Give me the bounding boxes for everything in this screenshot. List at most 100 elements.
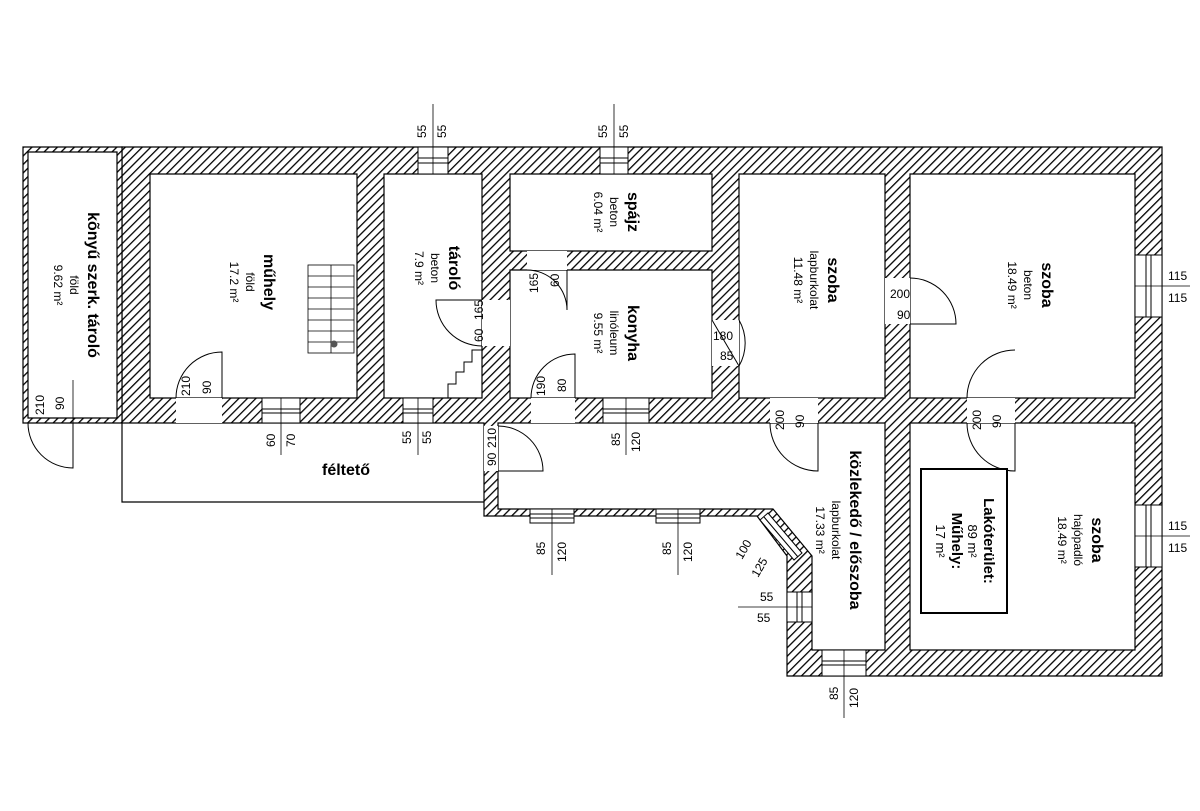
dim-konyha-door2-b: 80 [555,378,569,392]
room-material: lapburkolat [807,251,821,310]
room-name: kõnyű szerk. tároló [84,212,101,358]
room-szoba-1: szoba lapburkolat 11.48 m² [791,251,841,310]
dim-konyha-win-a: 85 [609,432,623,446]
room-konyu: kõnyű szerk. tároló föld 9.62 m² [51,212,101,358]
dim-konyu-door-a: 210 [33,395,47,415]
workshop-area-value: 17 m² [933,524,948,558]
door-opening-szoba1 [770,398,818,423]
tarolo-steps [447,349,482,398]
room-material: linóleum [607,311,621,356]
room-name: műhely [260,254,277,310]
dim-szoba1-door-b: 90 [793,414,807,428]
room-name: szoba [1038,262,1055,307]
dim-szoba1-door-a: 200 [773,410,787,430]
room-kozlekedo: közlekedő / előszoba lapburkolat 17.33 m… [813,450,863,609]
room-name: közlekedő / előszoba [846,450,863,609]
room-tarolo: tároló beton 7.9 m² [412,246,462,291]
dim-konyha-door3-a: 180 [713,329,733,343]
door-swing-konyha-bottom [530,353,576,399]
room-konyha: konyha linóleum 9.55 m² [591,305,641,361]
room-muhely: műhely föld 17.2 m² [227,254,277,310]
canopy-outline [121,423,484,503]
room-material: hajópadló [1071,514,1085,566]
dim-konyha-door3-b: 85 [720,349,734,363]
dim-szoba1-side-door-a: 200 [890,287,910,301]
dim-corr-win1-b: 120 [555,542,569,562]
door-opening-tarolo [482,300,510,346]
workshop-area-label: Műhely: [948,513,965,570]
dim-diag-door-a: 100 [732,537,754,562]
dim-corr-win2-a: 85 [660,541,674,555]
door-swings [27,269,1016,472]
dim-corr-win2-b: 120 [681,542,695,562]
room-area: 18.49 m² [1005,261,1019,308]
room-material: beton [428,253,442,283]
dim-konyha-door1-b: 60 [548,273,562,287]
room-name: szoba [824,257,841,302]
dim-corr-win1-a: 85 [534,541,548,555]
staircase-icon [307,264,355,354]
door-swing-szoba1 [769,422,819,472]
dim-side-win-b: 55 [757,611,771,625]
dim-szoba3-door-b: 90 [990,414,1004,428]
dim-konyha-win-b: 120 [629,432,643,452]
room-name: spájz [624,192,641,232]
room-area: 9.55 m² [591,313,605,354]
door-swing-tarolo [435,299,483,347]
room-szoba-2: szoba beton 18.49 m² [1005,261,1055,308]
living-area-label: Lakóterület: [980,498,997,584]
dim-szoba3-door-a: 200 [970,410,984,430]
door-swing-konyha-right [738,319,746,367]
dim-bottom-win-a: 85 [827,686,841,700]
dim-tarolo-win-b: 55 [420,430,434,444]
dim-konyha-door1-a: 165 [527,273,541,293]
dim-muhely-win-b: 70 [284,433,298,447]
dim-szoba1-side-door-b: 90 [897,308,911,322]
room-area: 6.04 m² [591,192,605,233]
dim-top-win2-a: 55 [596,124,610,138]
dim-muhely-win-a: 60 [264,433,278,447]
dim-diag-door-b: 125 [748,555,770,580]
room-szoba-3: szoba hajópadló 18.49 m² [1055,514,1105,566]
dim-top-win1-a: 55 [415,124,429,138]
room-material: beton [1021,270,1035,300]
door-swing-szoba2 [966,349,1016,399]
dim-tarolo-door-a: 165 [472,300,486,320]
living-area-value: 89 m² [965,524,980,558]
room-area: 7.9 m² [412,251,426,285]
room-area: 11.48 m² [791,257,805,303]
room-name: tároló [445,246,462,291]
dim-right-win2-a: 115 [1168,519,1187,533]
room-name: szoba [1088,517,1105,562]
door-opening-konyha-top [527,251,567,270]
dim-konyha-door2-a: 190 [534,376,548,396]
dim-top-win2-b: 55 [617,124,631,138]
door-swing-entry [497,425,544,472]
dim-right-win2-b: 115 [1168,541,1187,555]
dimension-labels: 55 55 55 55 115 115 115 115 210 90 210 9… [33,124,1187,708]
door-opening-entry [484,426,498,471]
room-labels: kõnyű szerk. tároló föld 9.62 m² műhely … [51,192,1105,610]
room-area: 17.2 m² [227,262,241,303]
room-material: beton [607,197,621,227]
window-diagonal [759,512,803,561]
door-opening-szoba3 [967,398,1015,423]
room-material: lapburkolat [829,501,843,560]
door-swing-konyu [27,422,74,469]
room-name: konyha [624,305,641,361]
dim-top-win1-b: 55 [435,124,449,138]
door-swing-szoba1-side [909,277,957,325]
room-spajz: spájz beton 6.04 m² [591,192,641,233]
dim-right-win1-b: 115 [1168,291,1187,305]
dim-tarolo-door-b: 60 [472,328,486,342]
room-area: 18.49 m² [1055,516,1069,563]
dim-right-win1-a: 115 [1168,269,1187,283]
door-swing-konyha-top [526,269,568,311]
room-felteto: féltető [322,462,370,479]
dim-konyu-door-b: 90 [53,396,67,410]
dimension-lines [72,104,1190,718]
dim-bottom-win-b: 120 [847,688,861,708]
dim-muhely-door-b: 90 [200,380,214,394]
door-opening-konyha-bottom [531,398,575,423]
